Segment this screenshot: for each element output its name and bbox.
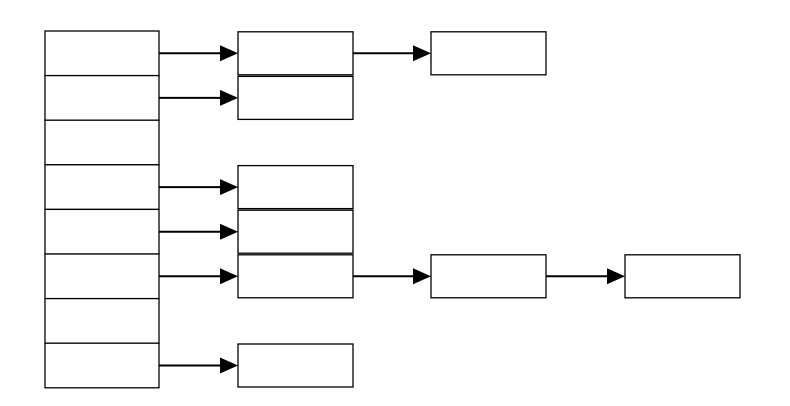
table-slot-5 — [44, 253, 160, 300]
chain-node-slot-4-0 — [237, 209, 354, 254]
table-slot-2 — [44, 119, 160, 166]
chain-node-slot-1-0 — [237, 75, 354, 121]
arrow-slot-7-to-node-0 — [159, 357, 238, 374]
table-slot-7 — [44, 342, 160, 389]
arrow-slot-0-to-node-0 — [159, 45, 238, 62]
arrow-head — [220, 357, 238, 374]
chain-node-slot-0-1 — [430, 31, 547, 76]
arrow-slot-0-to-node-1 — [353, 45, 431, 62]
arrow-head — [220, 89, 238, 106]
arrow-head — [413, 45, 431, 62]
chain-node-slot-5-1 — [430, 254, 547, 299]
arrow-head — [220, 45, 238, 62]
arrow-slot-3-to-node-0 — [159, 179, 238, 196]
arrow-head — [220, 223, 238, 240]
table-column — [44, 30, 160, 389]
table-slot-1 — [44, 74, 160, 121]
table-slot-4 — [44, 208, 160, 255]
chain-node-slot-3-0 — [237, 164, 354, 210]
table-slot-0 — [44, 30, 160, 77]
table-slot-6 — [44, 297, 160, 344]
arrow-head — [607, 268, 625, 285]
arrow-head — [413, 268, 431, 285]
chain-node-slot-0-0 — [237, 31, 354, 76]
arrow-slot-5-to-node-0 — [159, 268, 238, 285]
chain-layer — [159, 31, 741, 388]
arrow-slot-5-to-node-1 — [353, 268, 431, 285]
arrow-slot-5-to-node-2 — [546, 268, 625, 285]
chain-node-slot-5-2 — [624, 254, 741, 299]
chain-node-slot-7-0 — [237, 343, 354, 388]
arrow-head — [220, 268, 238, 285]
table-slot-3 — [44, 164, 160, 211]
chain-node-slot-5-0 — [237, 254, 354, 299]
arrow-slot-1-to-node-0 — [159, 89, 238, 106]
arrow-head — [220, 179, 238, 196]
arrow-slot-4-to-node-0 — [159, 223, 238, 240]
